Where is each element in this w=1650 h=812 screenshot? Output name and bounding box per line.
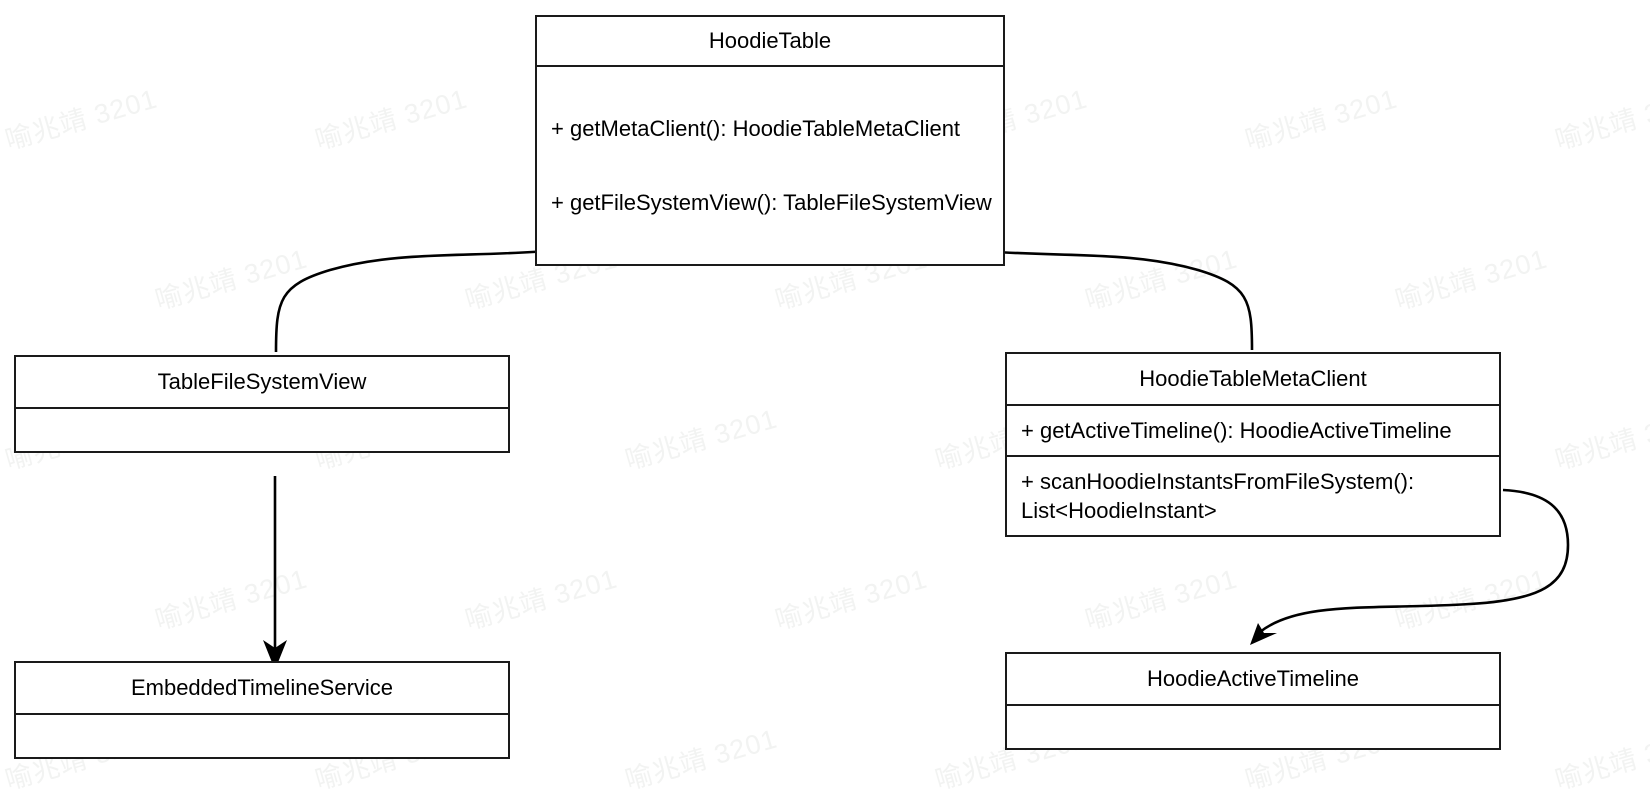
- class-box-embedded-timeline-service[interactable]: EmbeddedTimelineService: [14, 661, 510, 760]
- class-methods-embedded-timeline-service: [16, 713, 508, 757]
- class-name-embedded-timeline-service: EmbeddedTimelineService: [130, 675, 394, 700]
- class-methods-hoodie-active-timeline: [1007, 704, 1499, 748]
- watermark-tile: 喻兆靖 3201: [0, 557, 1, 638]
- class-box-hoodie-table-meta-client[interactable]: HoodieTableMetaClient + getActiveTimelin…: [1005, 352, 1501, 538]
- watermark-tile: 喻兆靖 3201: [771, 563, 931, 636]
- class-box-hoodie-table[interactable]: HoodieTable + getMetaClient(): HoodieTab…: [535, 15, 1005, 267]
- watermark-tile: 喻兆靖 3201: [151, 243, 311, 316]
- watermark-tile: 喻兆靖 3201: [1081, 563, 1241, 636]
- watermark-tile: 喻兆靖 3201: [461, 563, 621, 636]
- watermark-tile: 喻兆靖 3201: [1391, 243, 1551, 316]
- watermark-tile: 喻兆靖 3201: [311, 83, 471, 156]
- class-name-hoodie-active-timeline: HoodieActiveTimeline: [1147, 666, 1359, 691]
- watermark-tile: 喻兆靖 3201: [0, 237, 1, 318]
- watermark-tile: 喻兆靖 3201: [1, 83, 161, 156]
- class-box-table-filesystem-view[interactable]: TableFileSystemView: [14, 355, 510, 454]
- watermark-tile: 喻兆靖 3201: [621, 723, 781, 796]
- class-name-hoodie-table-meta-client: HoodieTableMetaClient: [1139, 366, 1367, 391]
- class-box-hoodie-active-timeline[interactable]: HoodieActiveTimeline: [1005, 652, 1501, 751]
- watermark-tile: 喻兆靖 3201: [151, 563, 311, 636]
- method-get-active-timeline: + getActiveTimeline(): HoodieActiveTimel…: [1007, 404, 1499, 455]
- method-get-file-system-view: + getFileSystemView(): TableFileSystemVi…: [551, 190, 992, 216]
- class-name-table-filesystem-view: TableFileSystemView: [157, 369, 367, 394]
- watermark-tile: 喻兆靖 3201: [1081, 243, 1241, 316]
- edge-tablefilesystemview-to-embeddedtimelineservice: [263, 476, 287, 670]
- watermark-tile: 喻兆靖 3201: [1551, 723, 1650, 796]
- class-methods-table-filesystem-view: [16, 407, 508, 451]
- class-methods-hoodie-table: + getMetaClient(): HoodieTableMetaClient…: [537, 65, 1003, 264]
- watermark-tile: 喻兆靖 3201: [621, 403, 781, 476]
- watermark-tile: 喻兆靖 3201: [1241, 83, 1401, 156]
- watermark-tile: 喻兆靖 3201: [1391, 563, 1551, 636]
- watermark-tile: 喻兆靖 3201: [1551, 83, 1650, 156]
- method-scan-hoodie-instants-from-file-system: + scanHoodieInstantsFromFileSystem(): Li…: [1007, 455, 1499, 535]
- watermark-tile: 喻兆靖 3201: [1551, 403, 1650, 476]
- arrowhead-filled-down-right: [1250, 623, 1277, 645]
- class-name-hoodie-table: HoodieTable: [708, 28, 832, 53]
- method-get-meta-client: + getMetaClient(): HoodieTableMetaClient: [551, 116, 961, 142]
